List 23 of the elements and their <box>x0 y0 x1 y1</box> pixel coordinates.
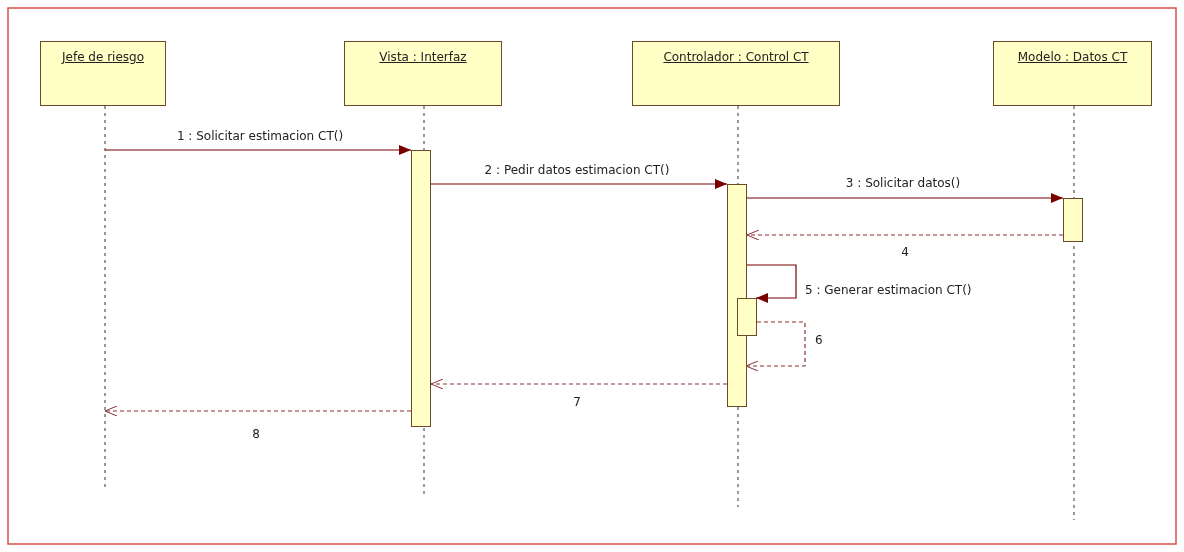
object-box <box>344 41 502 106</box>
object-box <box>632 41 840 106</box>
message-label: 3 : Solicitar datos() <box>843 176 963 191</box>
message-label: 5 : Generar estimacion CT() <box>803 283 974 298</box>
return-message-arrow <box>745 321 806 372</box>
message-arrow <box>746 264 797 303</box>
object-name: Jefe de riesgo <box>62 50 144 64</box>
activation-bar <box>411 150 431 427</box>
message-arrow <box>430 179 728 189</box>
object-name: Vista : Interfaz <box>379 50 467 64</box>
object-box <box>40 41 166 106</box>
object-box <box>993 41 1152 106</box>
activation-bar <box>1063 198 1083 242</box>
object-name: Modelo : Datos CT <box>1017 50 1128 64</box>
message-arrow <box>746 193 1064 203</box>
object-name: Controlador : Control CT <box>663 50 809 64</box>
activation-bar <box>727 184 747 407</box>
message-label: 2 : Pedir datos estimacion CT() <box>482 163 672 178</box>
return-message-arrow <box>104 405 412 417</box>
message-arrow <box>104 145 412 155</box>
return-message-arrow <box>746 229 1064 241</box>
activation-bar <box>737 298 757 336</box>
return-message-arrow <box>430 378 728 390</box>
